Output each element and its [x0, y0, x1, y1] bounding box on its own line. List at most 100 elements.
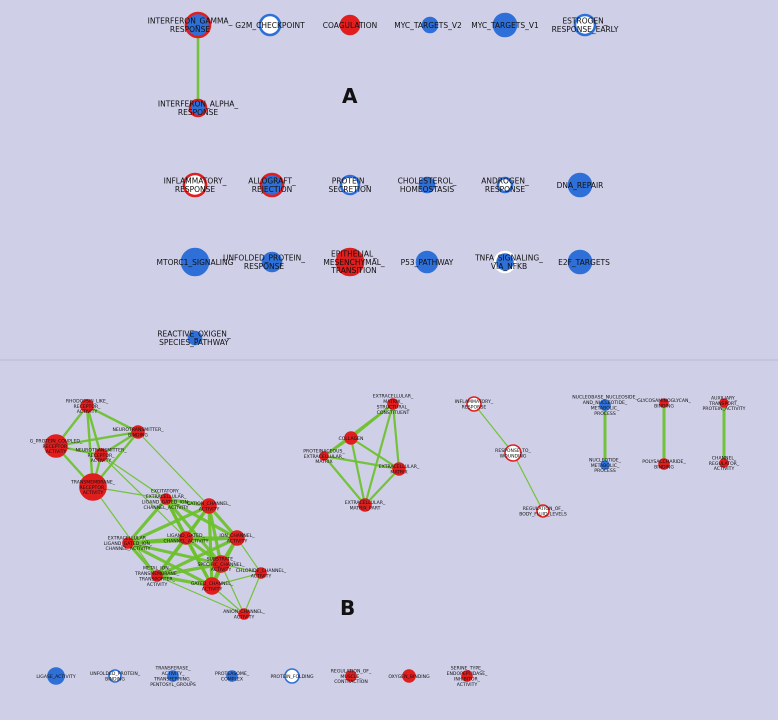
node-neurb[interactable]: NEUROTRANSMITTER_BINDING [112, 425, 164, 439]
node-label-coag: COAGULATION [323, 21, 378, 30]
node-gated[interactable]: GATED_CHANNEL_ACTIVITY [191, 577, 234, 595]
node-inflb[interactable]: INFLAMMATORY_RESPONSE [455, 396, 494, 412]
node-infl[interactable]: INFLAMMATORY_RESPONSE [164, 172, 227, 198]
node-p53[interactable]: P53_PATHWAY [401, 250, 454, 274]
node-e2f[interactable]: E2F_TARGETS [558, 249, 610, 275]
node-wound[interactable]: RESPONSE_TO_WOUNDING [495, 444, 532, 462]
node-ligch[interactable]: LIGAND_GATED_CHANNEL_ACTIVITY [164, 531, 209, 545]
node-neurr[interactable]: NEUROTRANSMITTER_RECEPTOR_ACTIVITY [75, 447, 127, 464]
node-label-line: RESPONSE [178, 108, 219, 117]
node-label-line: ACTIVITY [234, 615, 255, 621]
node-transf[interactable]: TRANSFERASE_ACTIVITY_TRANSFERRING_PENTOS… [150, 666, 196, 688]
node-label-line: RESPONSE [175, 185, 216, 194]
node-circle-unf [261, 251, 283, 273]
node-exlg2[interactable]: EXTRACELLULAR_LIGAND_GATED_ION_CHANNEL_A… [104, 535, 153, 552]
node-allo[interactable]: ALLOGRAFT_REJECTION [248, 172, 296, 198]
node-label-line: REGULATOR_ [709, 461, 740, 467]
edge-ionch-metal [156, 536, 238, 578]
panel-label-b: B [340, 596, 355, 620]
node-label-line: OXYGEN_BINDING [388, 674, 430, 680]
node-metal[interactable]: METAL_ION_TRANSMEMBRANE_TRANSPORTER_ACTI… [134, 566, 180, 588]
node-unf[interactable]: UNFOLDED_PROTEIN_RESPONSE [223, 251, 305, 273]
node-circle-fluid [536, 504, 550, 518]
node-protea[interactable]: PROTEASOME_COMPLEX [215, 670, 250, 683]
node-estr[interactable]: ESTROGEN_RESPONSE_EARLY [552, 13, 619, 37]
node-chol[interactable]: CHOLESTEROL_HOMEOSTASIS [398, 177, 457, 194]
node-mtor[interactable]: MTORC1_SIGNALING [157, 247, 234, 277]
node-ecmp[interactable]: EXTRACELLULAR_MATRIX_PART [345, 498, 386, 512]
node-anion[interactable]: ANION_CHANNEL_ACTIVITY [223, 608, 266, 621]
node-subst[interactable]: SUBSTRATE_SPECIFIC_CHANNEL_ACTIVITY [197, 555, 245, 573]
node-rhod[interactable]: RHODOPSIN_LIKE_RECEPTOR_ACTIVITY [66, 398, 109, 415]
node-label-line: RESPONSE [170, 25, 211, 34]
node-proteo[interactable]: PROTEINACEOUS_EXTRACELLULAR_MATRIX [303, 448, 345, 465]
node-aux[interactable]: AUXILIARY_TRANSPORT_PROTEIN_ACTIVITY [703, 395, 746, 412]
node-chlor[interactable]: CHLORIDE_CHANNEL_ACTIVITY [236, 567, 287, 580]
node-label-ligase: LIGASE_ACTIVITY [36, 674, 75, 680]
node-circle-ionch [229, 530, 245, 546]
node-oxy[interactable]: OXYGEN_BINDING [388, 669, 430, 683]
node-gpcr[interactable]: G_PROTEIN_COUPLED_RECEPTOR_ACTIVITY [30, 434, 83, 458]
node-mycv1[interactable]: MYC_TARGETS_V1 [471, 12, 539, 38]
node-circle-ecm [392, 462, 406, 476]
node-label-line: TRANSPORT_ [708, 401, 739, 407]
node-ionch[interactable]: ION_CHANNEL_ACTIVITY [219, 530, 255, 546]
node-label-line: EXTRACELLULAR_ [379, 464, 420, 470]
node-label-line: METABOLIC_ [591, 406, 620, 412]
node-ifng[interactable]: INTERFERON_GAMMA_RESPONSE [148, 11, 233, 39]
node-serine[interactable]: SERINE_TYPE_ENDOPEPTIDASE_INHIBITOR_ACTI… [447, 666, 489, 688]
node-label-fluid: REGULATION_OF_BODY_FLUID_LEVELS [519, 506, 567, 517]
node-fluid[interactable]: REGULATION_OF_BODY_FLUID_LEVELS [519, 504, 567, 518]
node-ecm[interactable]: EXTRACELLULAR_MATRIX [379, 462, 420, 476]
node-glyco[interactable]: GLYCOSAMINOGLYCAN_BINDING [637, 398, 691, 409]
node-label-line: CHOLESTEROL_ [398, 177, 457, 186]
node-label-line: POLYSACCHARIDE_ [642, 459, 686, 465]
node-label-ifng: INTERFERON_GAMMA_RESPONSE [148, 17, 233, 34]
node-ros[interactable]: REACTIVE_OXIGEN_SPECIES_PATHWAY [157, 330, 231, 347]
node-circle-nucmet [600, 460, 610, 470]
node-chreg[interactable]: CHANNEL_REGULATOR_ACTIVITY [709, 455, 740, 472]
node-circle-estr [573, 13, 597, 37]
node-label-nucbase: NUCLEOBASE_NUCLEOSIDE_AND_NUCLEOTIDE_MET… [572, 395, 638, 417]
node-label-line: ESTROGEN_ [562, 17, 607, 26]
node-circle-ligch [179, 531, 193, 545]
node-regmus[interactable]: REGULATION_OF_MUSCLE_CONTRACTION [331, 668, 372, 685]
node-circle-regmus [345, 670, 357, 682]
node-label-line: PROCESS [594, 411, 616, 417]
node-ligase[interactable]: LIGASE_ACTIVITY [36, 667, 76, 685]
node-cation[interactable]: CATION_CHANNEL_ACTIVITY [187, 498, 232, 514]
node-tmr[interactable]: TRANSMEMBRANE_RECEPTOR_ACTIVITY [70, 473, 116, 501]
node-exlig[interactable]: EXCITATORY_EXTRACELLULAR_LIGAND_GATED_IO… [142, 489, 191, 511]
node-andr[interactable]: ANDROGEN_RESPONSE [481, 177, 529, 194]
node-label-mycv1: MYC_TARGETS_V1 [471, 21, 539, 30]
node-nucmet[interactable]: NUCLEOTIDE_METABOLIC_PROCESS [589, 457, 622, 474]
node-emt[interactable]: EPITHELIAL_MESENCHYMAL_TRANSITION [323, 247, 385, 277]
node-prot[interactable]: PROTEIN_SECRETION [329, 174, 372, 196]
node-circle-unfb [108, 669, 122, 683]
node-ifna[interactable]: INTERFERON_ALPHA_RESPONSE [158, 98, 238, 118]
node-polys[interactable]: POLYSACCHARIDE_BINDING [642, 458, 686, 471]
node-dna[interactable]: DNA_REPAIR [557, 172, 604, 198]
node-label-line: REJECTION [252, 185, 292, 194]
edge-exlg2-gated [127, 541, 213, 588]
node-label-cation: CATION_CHANNEL_ACTIVITY [187, 501, 232, 512]
node-pfold[interactable]: PROTEIN_FOLDING [270, 668, 314, 684]
node-label-line: ACTIVITY_ [162, 671, 186, 677]
node-label-g2m: G2M_CHECKPOINT [235, 21, 305, 30]
node-coag[interactable]: COAGULATION [323, 14, 378, 36]
node-circle-oxy [402, 669, 416, 683]
node-label-line: BINDING [128, 433, 148, 439]
node-label-line: TRANSITION [330, 266, 377, 275]
node-label-line: MYC_TARGETS_V2 [394, 21, 462, 30]
node-label-estr: ESTROGEN_RESPONSE_EARLY [552, 17, 619, 34]
node-label-tnfa: TNFA_SIGNALING_VIA_NFKB [474, 254, 543, 271]
node-label-line: MATRIX_ [383, 399, 403, 405]
node-circle-mtor [180, 247, 210, 277]
node-mycv2[interactable]: MYC_TARGETS_V2 [394, 16, 462, 34]
node-g2m[interactable]: G2M_CHECKPOINT [235, 13, 305, 37]
node-unfb[interactable]: UNFOLDED_PROTEIN_BINDING [90, 669, 141, 683]
node-tnfa[interactable]: TNFA_SIGNALING_VIA_NFKB [474, 250, 543, 274]
node-ecmsc[interactable]: EXTRACELLULAR_MATRIX_STRUCTURAL_CONSTITU… [373, 394, 414, 416]
node-collag[interactable]: COLLAGEN [338, 431, 364, 445]
node-nucbase[interactable]: NUCLEOBASE_NUCLEOSIDE_AND_NUCLEOTIDE_MET… [572, 395, 638, 417]
